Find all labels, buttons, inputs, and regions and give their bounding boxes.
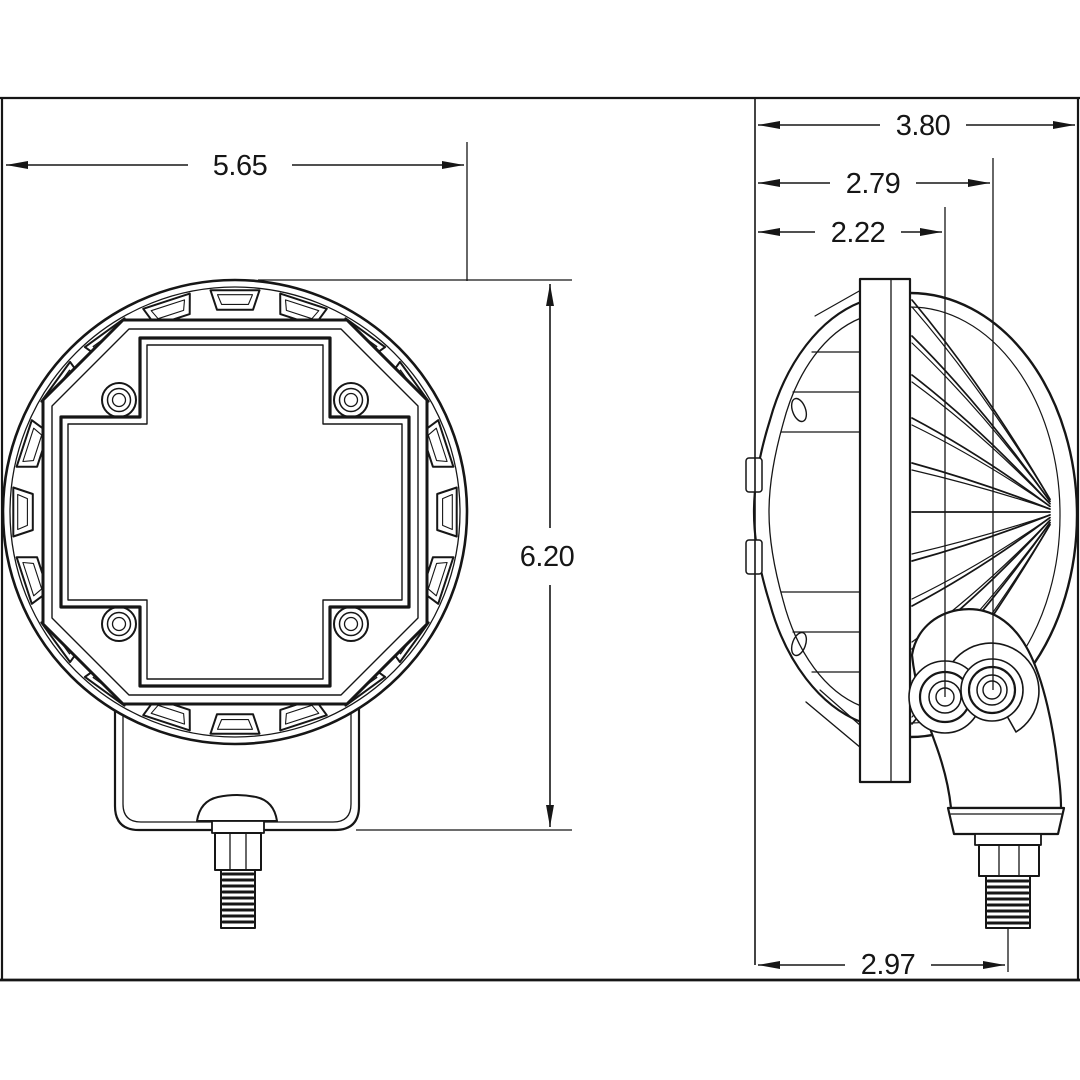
border-frame — [0, 96, 1080, 982]
dimension-label: 5.65 — [213, 150, 267, 182]
side-mount-stud — [974, 833, 1042, 929]
side-mount-base — [946, 806, 1066, 836]
screw-top-right — [333, 382, 369, 418]
heatsink-fin — [911, 517, 1051, 600]
side-view — [745, 277, 1079, 929]
rim-segment — [12, 486, 34, 538]
dimension-front-height: 6.20 — [520, 284, 575, 827]
bolt-hex — [214, 832, 262, 871]
heatsink-fin — [911, 514, 1051, 562]
dimension-label: 2.97 — [861, 949, 915, 981]
heatsink-fin — [911, 342, 1051, 502]
screw-bottom-right — [333, 606, 369, 642]
side-bezel-band — [858, 277, 912, 784]
side-washer-rear — [960, 658, 1024, 722]
side-lens-profile — [745, 289, 863, 749]
rim-segment-inner — [216, 719, 254, 730]
bezel-tab-upper — [745, 457, 763, 493]
screw-bottom-left — [101, 606, 137, 642]
rim-segment-inner — [216, 294, 254, 305]
rim-segment-inner — [150, 704, 186, 725]
rim-segment — [436, 486, 458, 538]
stud-neck — [974, 833, 1042, 846]
rim-segment — [209, 713, 261, 735]
stud-hex — [978, 844, 1040, 877]
front-stud-threads — [221, 872, 255, 924]
dimension-rear-bolt: 2.79 — [758, 168, 990, 200]
dimension-label: 3.80 — [896, 110, 950, 142]
heatsink-fin — [911, 514, 1051, 555]
bezel-tab-lower — [745, 539, 763, 575]
dimensions: 5.65 6.20 3.80 2.79 2.22 — [6, 98, 1075, 981]
bolt-neck — [211, 820, 265, 834]
rim-segment-inner — [442, 493, 453, 531]
dimension-front-width: 5.65 — [6, 150, 464, 182]
heatsink-fin — [911, 381, 1051, 505]
dimension-label: 2.79 — [846, 168, 900, 200]
dimension-stud-offset: 2.97 — [758, 949, 1005, 981]
dimension-label: 6.20 — [520, 541, 574, 573]
front-face-cross — [59, 336, 411, 688]
extension-lines — [258, 98, 1009, 972]
heatsink-fin — [911, 516, 1051, 607]
heatsink-fin — [911, 469, 1051, 510]
screw-top-left — [101, 382, 137, 418]
front-mount-bolt — [196, 794, 278, 929]
dimension-front-bolt: 2.22 — [758, 217, 942, 249]
heatsink-fin — [911, 462, 1051, 510]
dimension-side-depth: 3.80 — [758, 110, 1075, 142]
front-view — [1, 278, 469, 929]
rim-segment-inner — [22, 427, 43, 463]
dimension-label: 2.22 — [831, 217, 885, 249]
heatsink-fin — [911, 417, 1051, 508]
rim-segment-inner — [427, 561, 448, 597]
stud-threaded-shaft — [985, 875, 1031, 929]
heatsink-fin — [911, 374, 1051, 505]
bezel-hole-lower — [790, 631, 808, 657]
rim-segment-inner — [17, 493, 28, 531]
front-corner-screws — [101, 382, 369, 642]
side-stud-threads — [986, 879, 1030, 925]
heatsink-fin — [911, 424, 1051, 507]
rim-segment-inner — [284, 299, 320, 320]
bezel-hole-upper — [790, 397, 808, 423]
heatsink-fin — [911, 306, 1051, 500]
bolt-dome-head — [196, 794, 278, 822]
rim-segment — [209, 289, 261, 311]
